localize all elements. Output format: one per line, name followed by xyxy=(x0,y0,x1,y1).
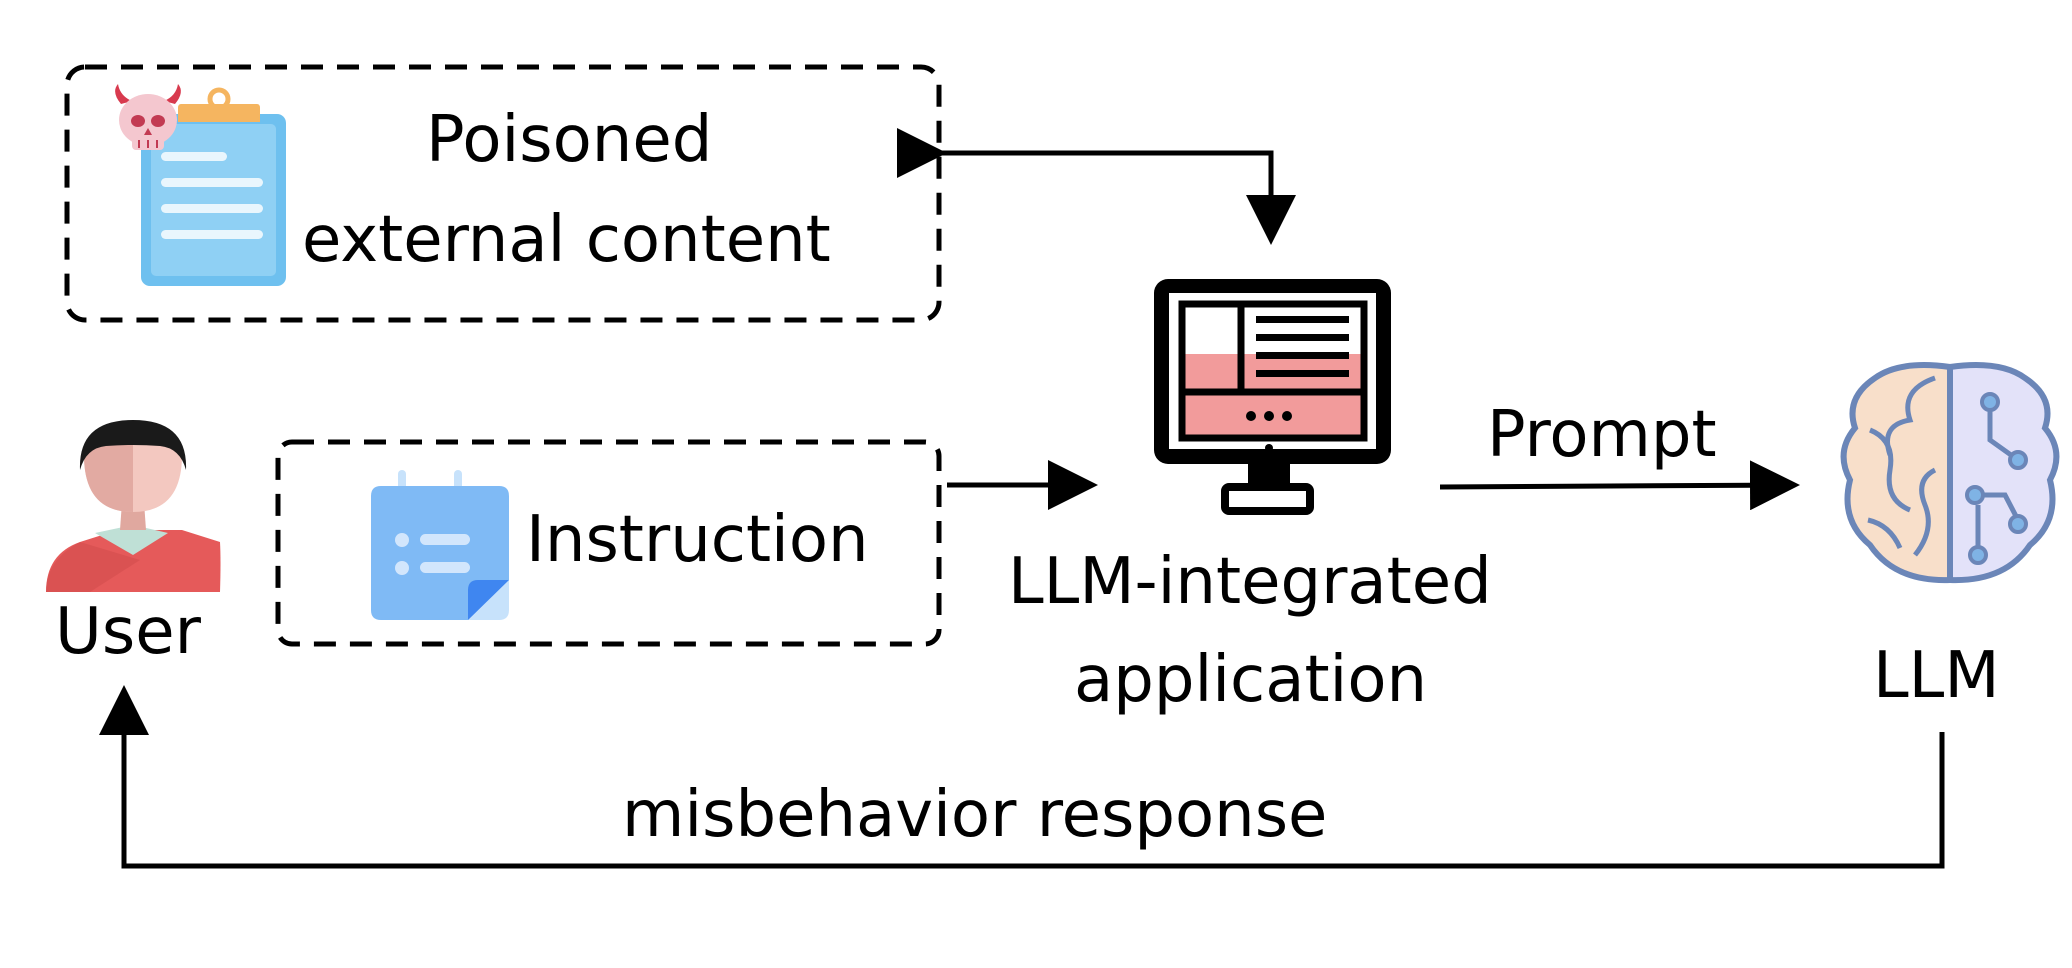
application-label-line1: LLM-integrated xyxy=(1008,545,1492,619)
user-label: User xyxy=(55,595,201,669)
poisoned-label-line1: Poisoned xyxy=(426,103,713,177)
brain-circuit-icon xyxy=(1840,362,2060,584)
clipboard-with-devil-skull-icon xyxy=(115,84,286,286)
prompt-label: Prompt xyxy=(1487,398,1717,472)
llm-label: LLM xyxy=(1873,639,2000,713)
instruction-box xyxy=(275,439,942,647)
user-avatar-icon xyxy=(46,420,221,592)
instruction-label: Instruction xyxy=(526,503,869,577)
desktop-monitor-icon xyxy=(1154,279,1391,515)
misbehavior-response-label: misbehavior response xyxy=(622,778,1328,852)
misbehavior-response-arrow xyxy=(99,685,1945,869)
fetch-content-arrow xyxy=(897,128,1296,245)
arrows xyxy=(99,128,1945,869)
checklist-note-icon xyxy=(371,470,509,620)
application-label-line2: application xyxy=(1074,643,1428,717)
prompt-arrow xyxy=(1439,460,1800,511)
poisoned-label-line2: external content xyxy=(302,203,831,277)
